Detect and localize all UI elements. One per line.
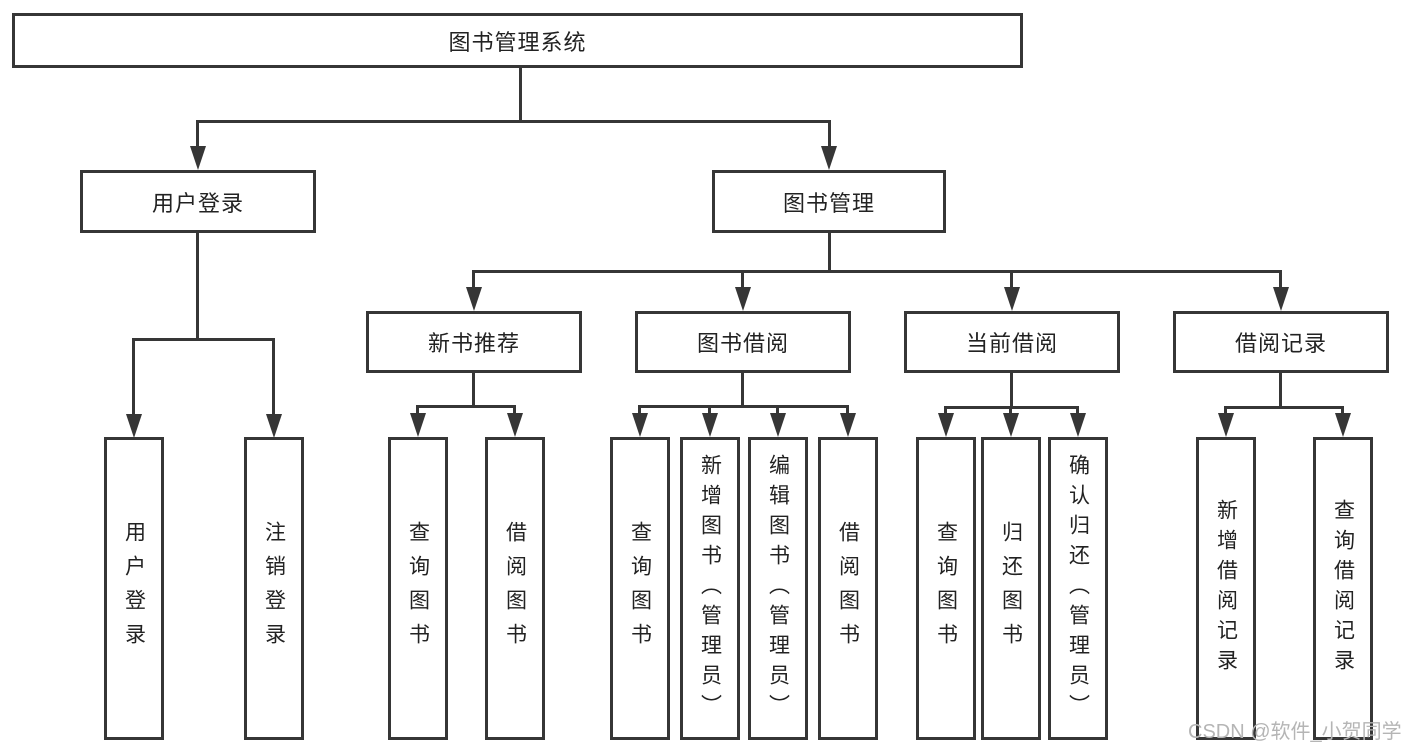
node-label: 图书管理系统 <box>448 29 587 55</box>
node-borrow-records: 借阅记录 <box>1173 311 1389 373</box>
leaf-query-books-2: 查询图书 <box>610 437 670 740</box>
leaf-user-login: 用户登录 <box>104 437 164 740</box>
leaf-label: 编辑图书（管理员） <box>766 453 790 724</box>
leaf-borrow-books-1: 借阅图书 <box>485 437 545 740</box>
arrow-down-icon <box>1004 287 1020 311</box>
leaf-query-borrow-record: 查询借阅记录 <box>1313 437 1373 740</box>
connector-line <box>1009 406 1012 417</box>
arrow-down-icon <box>702 413 718 437</box>
arrow-down-icon <box>821 146 837 170</box>
node-root: 图书管理系统 <box>12 13 1023 68</box>
connector-line <box>272 338 275 414</box>
leaf-label: 新增图书（管理员） <box>698 453 722 724</box>
node-book-borrow: 图书借阅 <box>635 311 851 373</box>
arrow-down-icon <box>770 413 786 437</box>
connector-line <box>1010 270 1013 292</box>
arrow-down-icon <box>466 287 482 311</box>
connector-line <box>1341 406 1344 417</box>
arrow-down-icon <box>126 414 142 438</box>
connector-line <box>741 373 744 408</box>
leaf-confirm-return-admin: 确认归还（管理员） <box>1048 437 1108 740</box>
arrow-down-icon <box>735 287 751 311</box>
leaf-label: 新增借阅记录 <box>1214 498 1238 679</box>
leaf-add-borrow-record: 新增借阅记录 <box>1196 437 1256 740</box>
leaf-label: 借阅图书 <box>836 520 860 657</box>
arrow-down-icon <box>190 146 206 170</box>
arrow-down-icon <box>507 413 523 437</box>
leaf-label: 归还图书 <box>999 520 1023 657</box>
connector-line <box>196 233 199 340</box>
arrow-down-icon <box>840 413 856 437</box>
node-label: 用户登录 <box>151 190 244 216</box>
leaf-add-books-admin: 新增图书（管理员） <box>680 437 740 740</box>
node-label: 当前借阅 <box>965 331 1058 356</box>
node-book-management: 图书管理 <box>712 170 946 233</box>
leaf-query-books-3: 查询图书 <box>916 437 976 740</box>
connector-line <box>519 66 522 123</box>
arrow-down-icon <box>1335 413 1351 437</box>
leaf-query-books-1: 查询图书 <box>388 437 448 740</box>
connector-line <box>196 120 199 148</box>
arrow-down-icon <box>410 413 426 437</box>
connector-line <box>196 120 831 123</box>
connector-line <box>1279 270 1282 292</box>
leaf-label: 查询图书 <box>628 520 652 657</box>
connector-line <box>846 405 849 417</box>
leaf-label: 查询借阅记录 <box>1331 498 1355 679</box>
connector-line <box>828 233 831 273</box>
node-label: 图书管理 <box>782 190 875 216</box>
arrow-down-icon <box>266 414 282 438</box>
leaf-borrow-books-2: 借阅图书 <box>818 437 878 740</box>
connector-line <box>132 338 275 341</box>
node-label: 图书借阅 <box>696 331 789 356</box>
leaf-return-books: 归还图书 <box>981 437 1041 740</box>
arrow-down-icon <box>1218 413 1234 437</box>
node-new-book-recommend: 新书推荐 <box>366 311 582 373</box>
csdn-watermark: CSDN @软件_小贺同学 <box>1188 721 1402 743</box>
connector-line <box>132 338 135 414</box>
node-label: 新书推荐 <box>427 331 520 356</box>
connector-line <box>828 120 831 148</box>
connector-line <box>776 405 779 417</box>
connector-line <box>741 270 744 292</box>
connector-line <box>472 373 475 408</box>
node-label: 借阅记录 <box>1234 331 1327 356</box>
arrow-down-icon <box>1070 413 1086 437</box>
connector-line <box>1010 373 1013 409</box>
node-user-login: 用户登录 <box>80 170 316 233</box>
node-current-borrow: 当前借阅 <box>904 311 1120 373</box>
leaf-label: 查询图书 <box>406 520 430 657</box>
connector-line <box>513 405 516 417</box>
leaf-label: 确认归还（管理员） <box>1066 453 1090 724</box>
connector-line <box>1076 406 1079 417</box>
connector-line <box>472 270 1282 273</box>
connector-line <box>1224 406 1344 409</box>
leaf-label: 借阅图书 <box>503 520 527 657</box>
connector-line <box>1279 373 1282 409</box>
leaf-label: 查询图书 <box>934 520 958 657</box>
leaf-edit-books-admin: 编辑图书（管理员） <box>748 437 808 740</box>
leaf-label: 用户登录 <box>122 520 146 657</box>
connector-line <box>416 405 419 417</box>
connector-line <box>416 405 516 408</box>
connector-line <box>708 405 711 417</box>
connector-line <box>638 405 641 417</box>
arrow-down-icon <box>1003 413 1019 437</box>
leaf-label: 注销登录 <box>262 520 286 657</box>
arrow-down-icon <box>632 413 648 437</box>
connector-line <box>472 270 475 292</box>
connector-line <box>1224 406 1227 417</box>
arrow-down-icon <box>938 413 954 437</box>
connector-line <box>944 406 947 417</box>
leaf-logout: 注销登录 <box>244 437 304 740</box>
arrow-down-icon <box>1273 287 1289 311</box>
connector-line <box>638 405 849 408</box>
